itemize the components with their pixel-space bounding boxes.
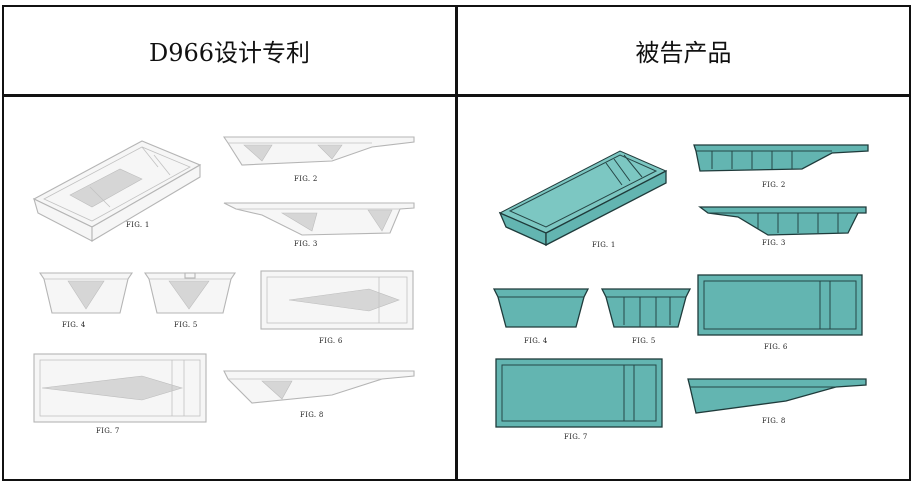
product-fig8-caption: FIG. 8	[762, 417, 786, 425]
row-divider	[4, 94, 909, 97]
product-fig3-image	[698, 205, 868, 239]
patent-fig5-caption: FIG. 5	[174, 321, 198, 329]
product-fig6-image	[696, 273, 864, 337]
patent-fig7-caption: FIG. 7	[96, 427, 120, 435]
patent-fig3-drawing	[222, 201, 417, 241]
product-fig4-caption: FIG. 4	[524, 337, 548, 345]
comparison-table: D966设计专利 被告产品 FIG. 1	[2, 5, 911, 481]
product-fig5-caption: FIG. 5	[632, 337, 656, 345]
patent-fig7-drawing	[32, 352, 208, 424]
product-fig6-caption: FIG. 6	[764, 343, 788, 351]
patent-fig6-caption: FIG. 6	[319, 337, 343, 345]
patent-drawings-panel: FIG. 1 FIG. 2 FIG. 3	[4, 97, 455, 479]
product-fig3-caption: FIG. 3	[762, 239, 786, 247]
patent-fig8-drawing	[222, 369, 417, 409]
patent-fig6-drawing	[259, 269, 415, 331]
product-fig2-image	[692, 143, 870, 177]
product-fig7-image	[494, 357, 664, 429]
product-fig5-image	[600, 287, 692, 331]
product-fig2-caption: FIG. 2	[762, 181, 786, 189]
product-fig4-image	[492, 287, 590, 331]
patent-fig1-caption: FIG. 1	[126, 221, 150, 229]
patent-fig1-drawing	[30, 137, 205, 247]
product-column-title: 被告产品	[635, 39, 732, 67]
column-divider	[455, 7, 458, 479]
patent-fig4-drawing	[38, 271, 134, 317]
patent-fig3-caption: FIG. 3	[294, 240, 318, 248]
product-fig7-caption: FIG. 7	[564, 433, 588, 441]
product-images-panel: FIG. 1 FIG. 2	[458, 97, 909, 479]
patent-fig2-caption: FIG. 2	[294, 175, 318, 183]
product-fig1-caption: FIG. 1	[592, 241, 616, 249]
patent-fig8-caption: FIG. 8	[300, 411, 324, 419]
patent-fig4-caption: FIG. 4	[62, 321, 86, 329]
product-fig8-image	[686, 377, 868, 417]
product-fig1-image	[496, 147, 671, 247]
patent-fig2-drawing	[222, 135, 417, 173]
patent-column-title: D966设计专利	[148, 39, 311, 67]
patent-fig5-drawing	[143, 271, 237, 317]
